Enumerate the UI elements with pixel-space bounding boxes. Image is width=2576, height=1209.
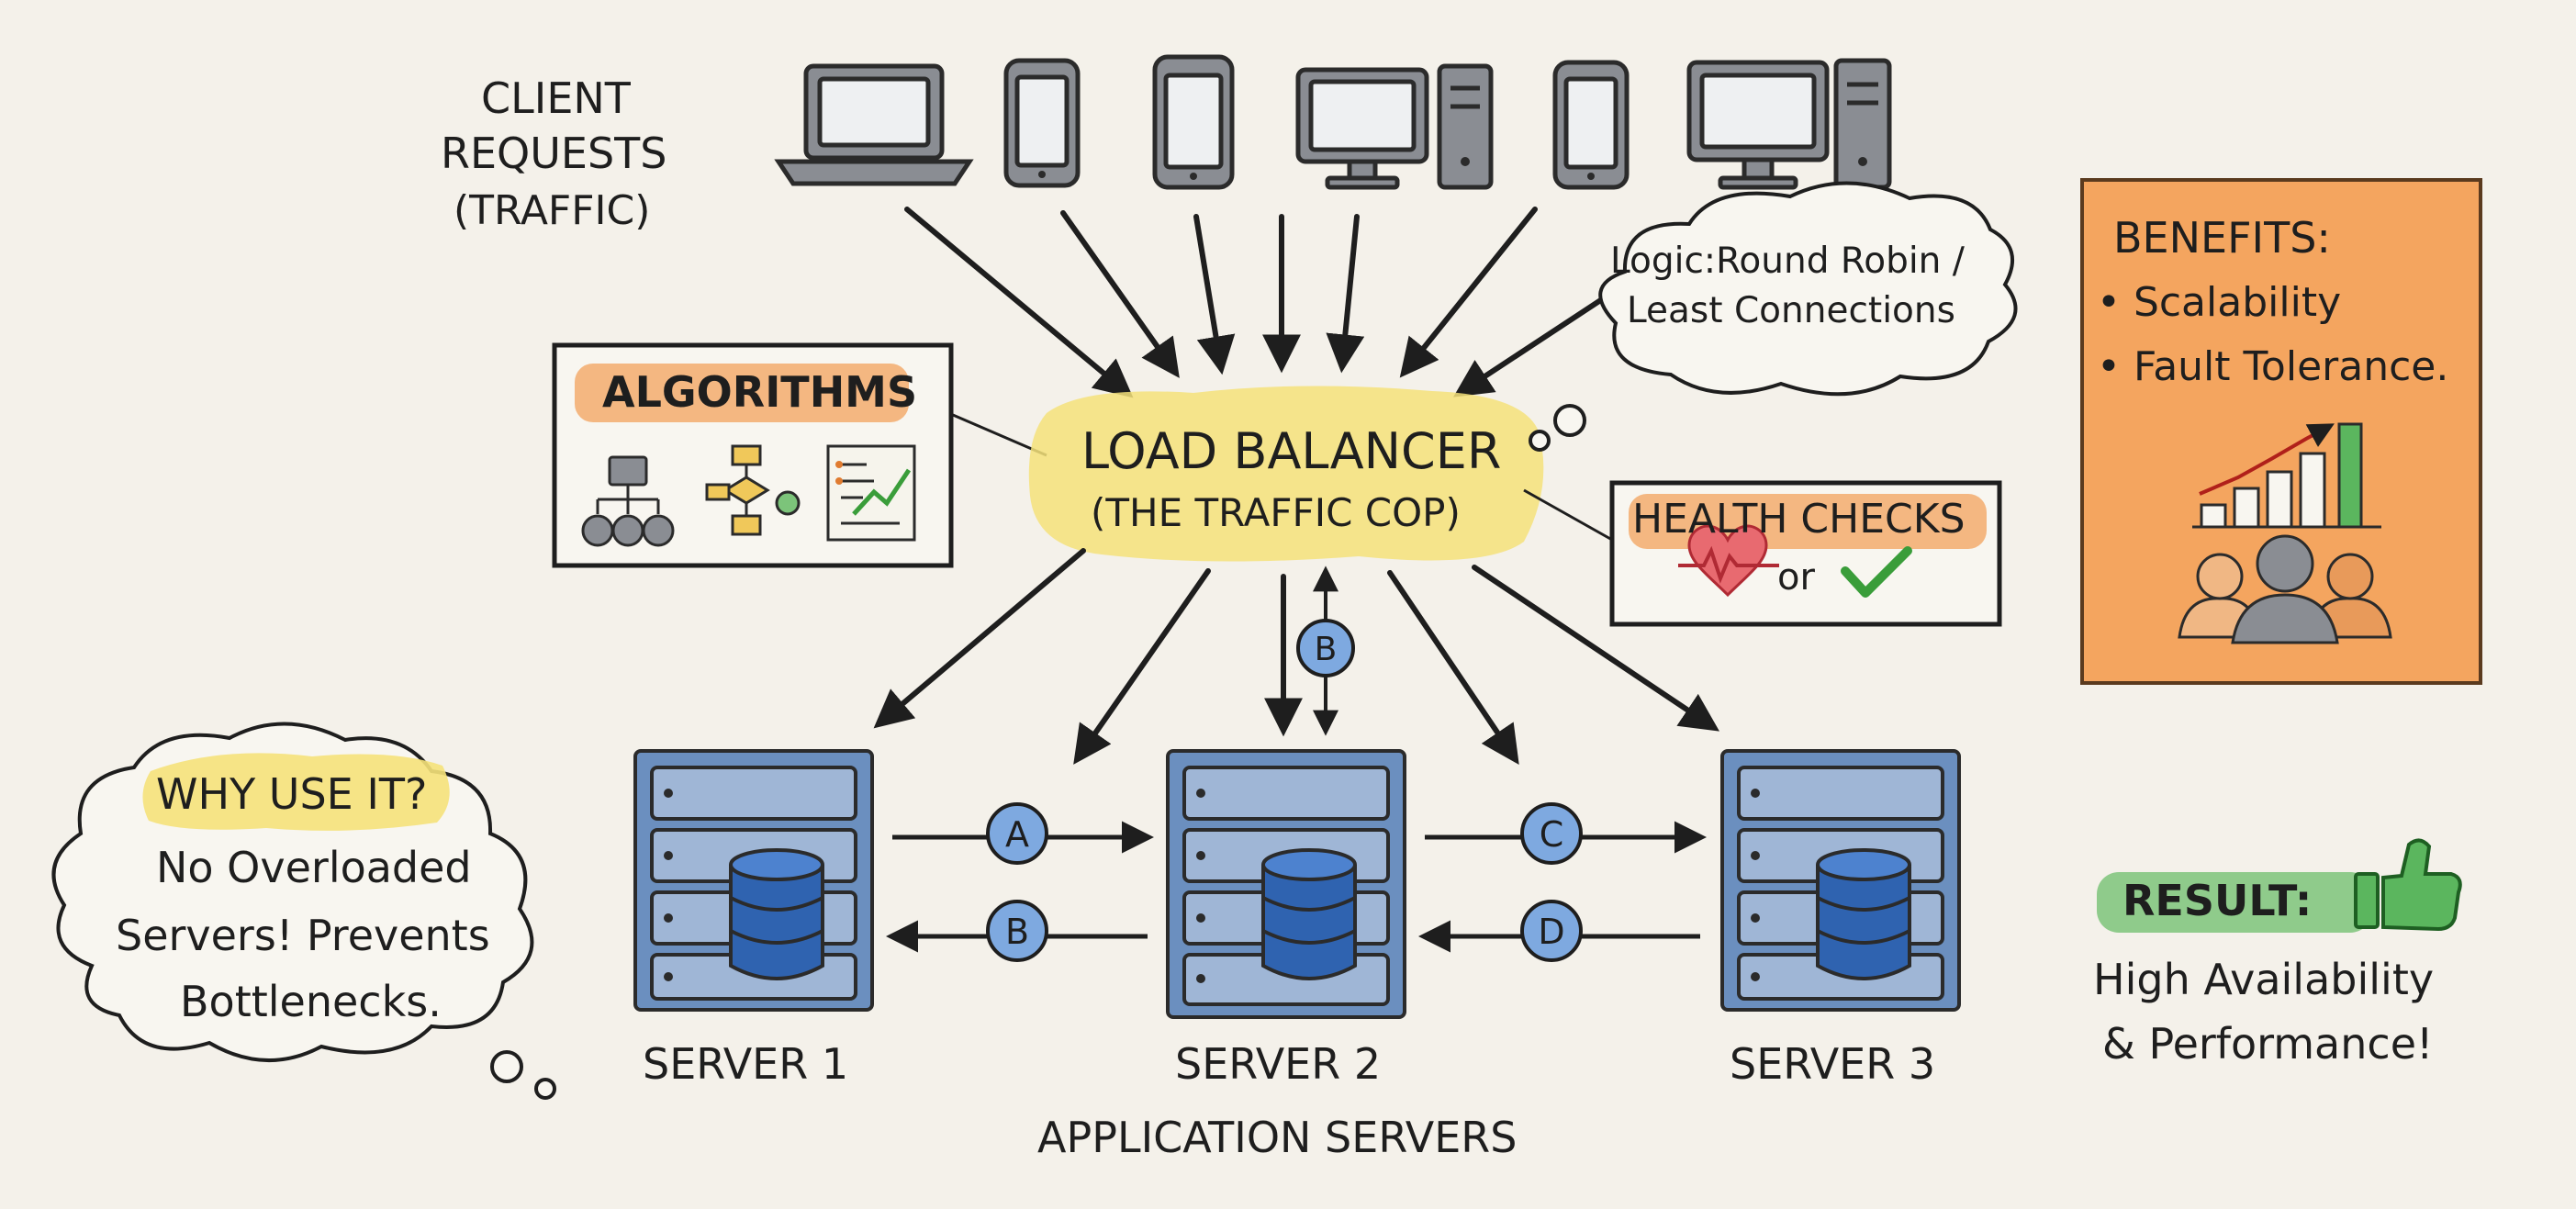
benefits-item: • Scalability bbox=[2097, 279, 2342, 326]
connection-labels: A B C D B bbox=[1005, 631, 1565, 952]
hierarchy-icon bbox=[581, 455, 675, 547]
phone-icon bbox=[1003, 58, 1081, 188]
flowchart-icon bbox=[705, 444, 801, 536]
server-2 bbox=[1166, 749, 1406, 1019]
result-title: RESULT: bbox=[2122, 876, 2313, 925]
server-1 bbox=[633, 749, 874, 1012]
desktop-icon bbox=[1295, 63, 1494, 190]
benefits-title: BENEFITS: bbox=[2113, 213, 2331, 263]
application-servers-label: APPLICATION SERVERS bbox=[1037, 1113, 1518, 1162]
connection-c-circle bbox=[1520, 802, 1583, 865]
health-checks-box bbox=[1609, 480, 2002, 627]
server-3 bbox=[1720, 749, 1961, 1012]
connection-a-circle bbox=[986, 802, 1048, 865]
health-or-text: or bbox=[1777, 556, 1815, 599]
phone-icon bbox=[1552, 60, 1630, 190]
client-label-line2: REQUESTS bbox=[441, 129, 667, 178]
connection-b-top-circle bbox=[1296, 619, 1355, 677]
health-checks-title: HEALTH CHECKS bbox=[1632, 496, 1966, 543]
outgoing-arrows bbox=[873, 548, 1719, 765]
why-use-title: WHY USE IT? bbox=[156, 769, 428, 819]
connection-b-circle bbox=[986, 900, 1048, 962]
load-balancer-title: LOAD BALANCER bbox=[1081, 422, 1502, 480]
algorithms-title: ALGORITHMS bbox=[602, 367, 918, 417]
load-balancer-highlight bbox=[1028, 386, 1544, 562]
client-label-line3: (TRAFFIC) bbox=[454, 187, 651, 234]
database-icon bbox=[1261, 848, 1357, 980]
desktop-icon bbox=[1686, 58, 1892, 190]
logic-line1: Logic:Round Robin / bbox=[1610, 241, 1965, 282]
connection-label: D bbox=[1538, 912, 1564, 952]
connection-label: B bbox=[1315, 631, 1338, 668]
connection-d-circle bbox=[1520, 900, 1583, 962]
server-3-label: SERVER 3 bbox=[1730, 1039, 1936, 1089]
benefits-item: • Fault Tolerance. bbox=[2097, 343, 2449, 390]
algorithms-box bbox=[552, 342, 954, 568]
health-connector bbox=[1523, 488, 1613, 542]
logic-line2: Least Connections bbox=[1627, 290, 1955, 331]
result-line1: High Availability bbox=[2093, 955, 2435, 1004]
thumbs-up-icon bbox=[2354, 838, 2462, 932]
connection-circles bbox=[986, 619, 1583, 962]
heartbeat-icon bbox=[1678, 524, 1779, 598]
client-label-line1: CLIENT bbox=[481, 73, 631, 123]
benefits-box bbox=[2080, 178, 2482, 685]
connection-label: A bbox=[1005, 814, 1029, 855]
growth-bar-chart-icon bbox=[2192, 422, 2381, 529]
result-line2: & Performance! bbox=[2102, 1019, 2434, 1069]
database-icon bbox=[729, 848, 824, 980]
server-1-label: SERVER 1 bbox=[643, 1039, 849, 1089]
load-balancer-subtitle: (THE TRAFFIC COP) bbox=[1091, 490, 1461, 535]
why-use-line3: Bottlenecks. bbox=[180, 977, 442, 1026]
result-highlight bbox=[2097, 872, 2372, 933]
connection-label: C bbox=[1540, 814, 1564, 855]
algorithms-connector bbox=[952, 413, 1047, 457]
trend-chart-icon bbox=[826, 444, 916, 542]
why-use-line2: Servers! Prevents bbox=[116, 911, 490, 960]
connection-label: B bbox=[1005, 912, 1029, 952]
server-2-label: SERVER 2 bbox=[1175, 1039, 1382, 1089]
laptop-icon bbox=[774, 63, 974, 186]
client-devices bbox=[774, 54, 1892, 190]
phone-icon bbox=[1152, 54, 1235, 190]
database-icon bbox=[1816, 848, 1911, 980]
why-use-line1: No Overloaded bbox=[156, 843, 472, 892]
logic-thought-bubble bbox=[1529, 181, 2018, 452]
why-use-highlight bbox=[142, 753, 450, 831]
people-group-icon bbox=[2178, 534, 2392, 644]
checkmark-icon bbox=[1841, 546, 1912, 598]
